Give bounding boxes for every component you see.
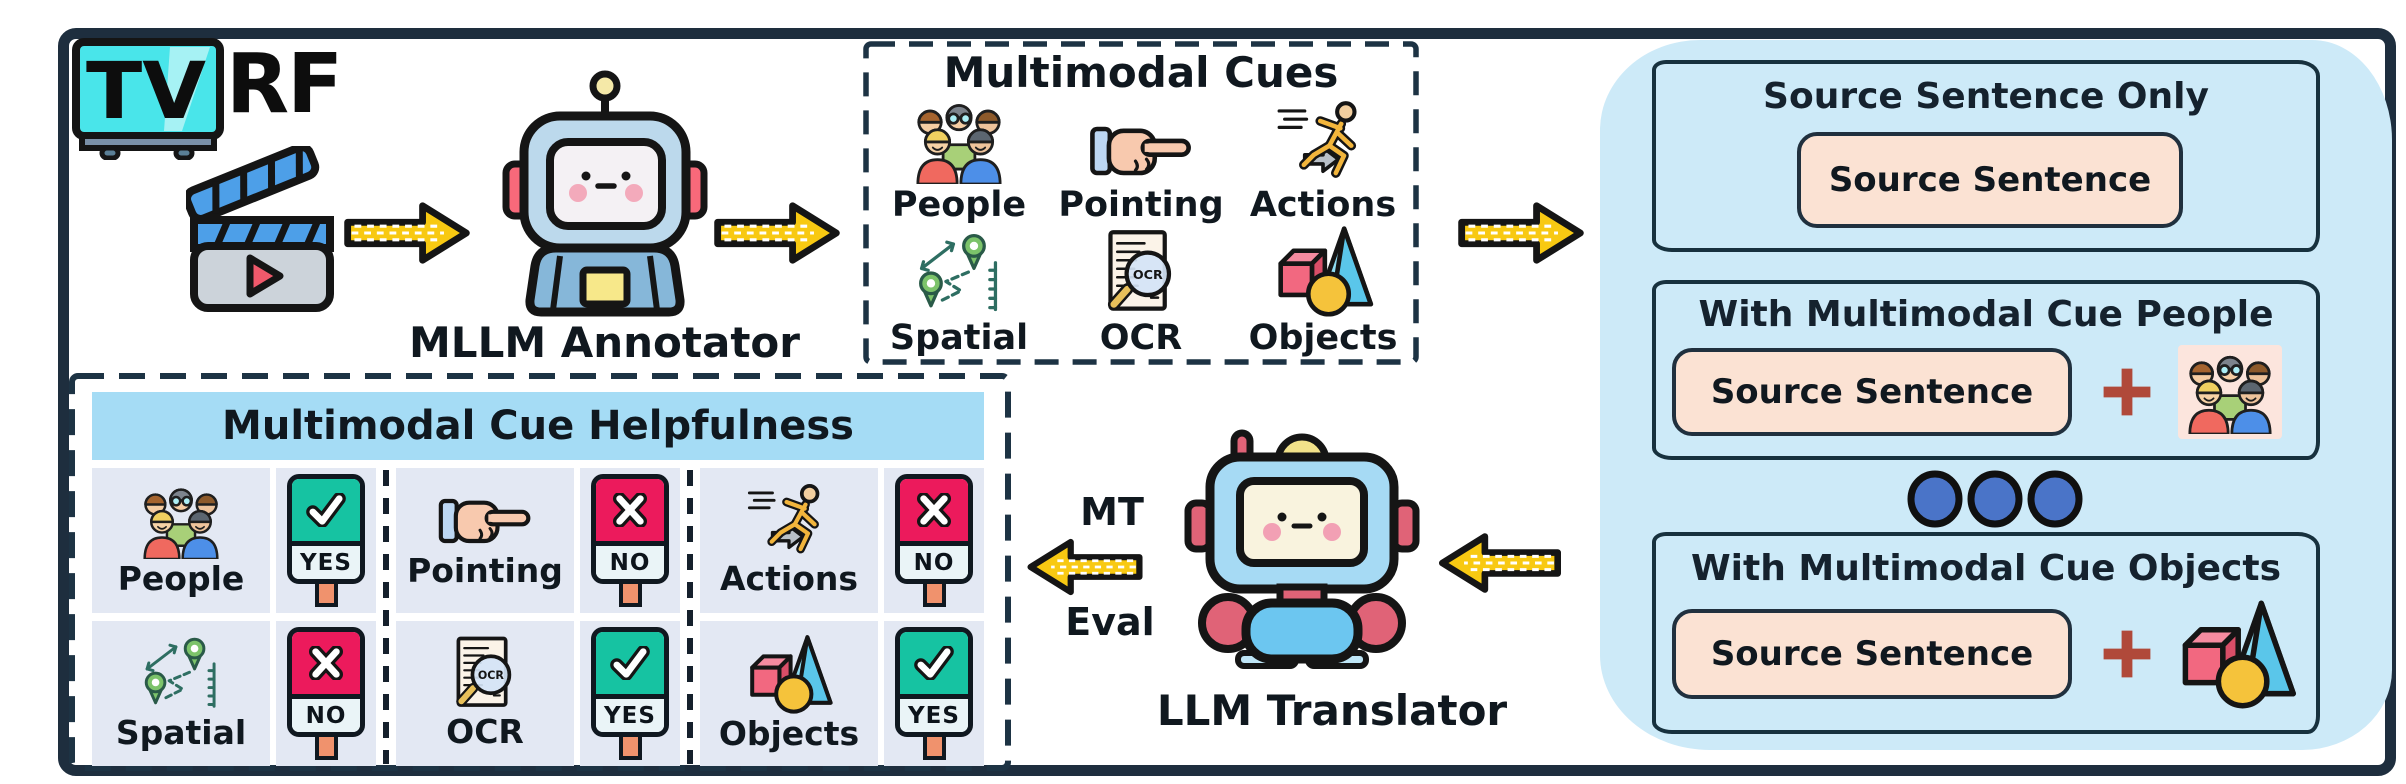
cue-label: Objects: [1248, 318, 1398, 358]
mllm-annotator-label: MLLM Annotator: [409, 318, 800, 367]
cell-actions-verdict: NO: [884, 468, 984, 613]
mllm-annotator-robot-icon: [494, 66, 716, 318]
plus-icon: [2100, 365, 2154, 419]
prompt-box-source-only: Source Sentence Only Source Sentence: [1652, 60, 2320, 252]
logo-rf-text: RF: [226, 37, 343, 132]
helpfulness-title: Multimodal Cue Helpfulness: [222, 403, 854, 449]
llm-translator-label: LLM Translator: [1156, 686, 1508, 735]
actions-icon: [1277, 100, 1369, 184]
logo-tv-text: TV: [86, 47, 206, 137]
cross-icon: [913, 493, 955, 527]
verdict-text: NO: [292, 694, 360, 732]
dashed-border: [69, 373, 1011, 771]
cue-people: People: [868, 98, 1050, 225]
cue-objects: Objects: [1232, 225, 1414, 358]
verdict-text: NO: [900, 541, 968, 579]
cell-pointing: Pointing: [396, 468, 574, 613]
column-separators: [383, 470, 693, 764]
verdict-text: NO: [596, 541, 664, 579]
people-icon: [909, 98, 1009, 184]
arrow-right-icon: [712, 197, 842, 269]
pointing-icon: [438, 491, 532, 551]
arrow-left-icon: [1010, 534, 1160, 600]
no-sign-icon: NO: [287, 627, 365, 760]
verdict-text: YES: [596, 694, 664, 732]
cell-spatial-verdict: NO: [276, 621, 376, 766]
arrow-right-icon: [342, 197, 472, 269]
cue-label: Spatial: [889, 318, 1029, 358]
ocr-icon: [451, 636, 519, 712]
cell-label: People: [117, 559, 245, 598]
arrow-left-icon: [1436, 528, 1564, 598]
cue-label: People: [891, 185, 1027, 225]
no-sign-icon: NO: [895, 474, 973, 607]
ellipsis-dots-icon: [1907, 470, 2083, 528]
source-sentence-box: Source Sentence: [1797, 132, 2183, 228]
eval-label: Eval: [1065, 600, 1155, 644]
cue-ocr: OCR: [1050, 225, 1232, 358]
spatial-icon: [138, 635, 224, 713]
actions-icon: [747, 483, 831, 559]
check-icon: [305, 493, 347, 527]
prompt-box-title: With Multimodal Cue People: [1698, 294, 2274, 335]
cell-spatial: Spatial: [92, 621, 270, 766]
cell-objects-verdict: YES: [884, 621, 984, 766]
yes-sign-icon: YES: [591, 627, 669, 760]
cue-spatial: Spatial: [868, 225, 1050, 358]
helpfulness-header: Multimodal Cue Helpfulness: [92, 392, 984, 460]
verdict-text: YES: [292, 541, 360, 579]
cell-people-verdict: YES: [276, 468, 376, 613]
spatial-icon: [912, 231, 1006, 317]
source-sentence-box: Source Sentence: [1672, 348, 2072, 436]
cell-objects: Objects: [700, 621, 878, 766]
people-icon: [138, 483, 224, 559]
cue-actions: Actions: [1232, 98, 1414, 225]
mt-label: MT: [1080, 490, 1144, 534]
cell-ocr-verdict: YES: [580, 621, 680, 766]
people-icon: [2178, 345, 2282, 439]
cue-label: OCR: [1099, 318, 1183, 358]
no-sign-icon: NO: [591, 474, 669, 607]
cell-label: Actions: [720, 559, 858, 598]
multimodal-cues-box: Multimodal Cues People Pointing Actions …: [862, 40, 1420, 366]
pointing-icon: [1089, 118, 1193, 184]
arrow-right-icon: [1456, 197, 1586, 269]
source-sentence-box: Source Sentence: [1672, 609, 2072, 699]
prompt-box-cue-people: With Multimodal Cue People Source Senten…: [1652, 280, 2320, 460]
helpfulness-table: Multimodal Cue Helpfulness People YES: [68, 372, 1012, 772]
objects-icon: [2174, 599, 2298, 709]
check-icon: [609, 646, 651, 680]
cell-ocr: OCR: [396, 621, 574, 766]
multimodal-cues-title: Multimodal Cues: [943, 48, 1339, 97]
cell-label: Spatial: [115, 713, 247, 752]
cue-pointing: Pointing: [1050, 98, 1232, 225]
cell-people: People: [92, 468, 270, 613]
helpfulness-grid: People YES Pointing NO: [92, 468, 984, 766]
cross-icon: [305, 646, 347, 680]
plus-icon: [2100, 627, 2154, 681]
cell-label: Objects: [718, 714, 860, 753]
ocr-icon: [1102, 229, 1180, 317]
cue-label: Pointing: [1058, 185, 1224, 225]
yes-sign-icon: YES: [287, 474, 365, 607]
cue-label: Actions: [1249, 185, 1397, 225]
cell-label: Pointing: [407, 551, 563, 590]
llm-translator-robot-icon: [1182, 426, 1422, 672]
dashed-border: [863, 41, 1419, 365]
verdict-text: YES: [900, 694, 968, 732]
check-icon: [913, 646, 955, 680]
prompt-box-title: With Multimodal Cue Objects: [1690, 548, 2282, 589]
objects-icon: [742, 634, 836, 714]
tv-logo-icon: TV: [72, 38, 224, 160]
prompt-box-cue-objects: With Multimodal Cue Objects Source Sente…: [1652, 532, 2320, 734]
objects-icon: [1271, 225, 1375, 317]
cross-icon: [609, 493, 651, 527]
clapperboard-icon: [186, 146, 338, 316]
cell-pointing-verdict: NO: [580, 468, 680, 613]
prompt-box-title: Source Sentence Only: [1763, 76, 2209, 117]
yes-sign-icon: YES: [895, 627, 973, 760]
cell-label: OCR: [446, 712, 524, 751]
cell-actions: Actions: [700, 468, 878, 613]
